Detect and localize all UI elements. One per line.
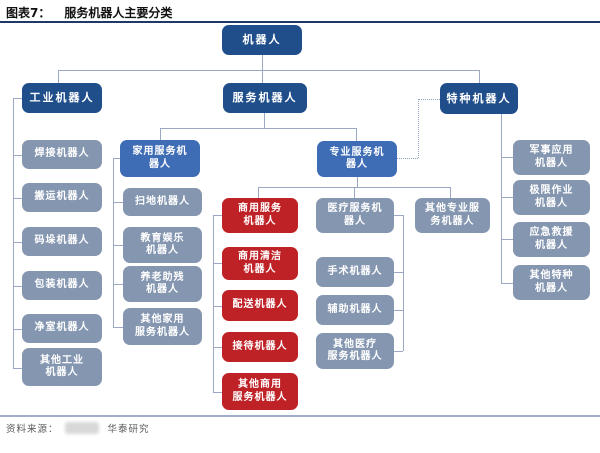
node-commercial-service: 商用服务 机器人 [222, 198, 298, 233]
connector-line [501, 157, 513, 158]
connector-line [213, 215, 214, 392]
figure-title: 服务机器人主要分类 [64, 6, 173, 20]
connector-line [356, 128, 357, 141]
connector-line [113, 284, 123, 285]
connector-line [213, 347, 222, 348]
node-household: 家用服务机 器人 [120, 140, 200, 177]
redacted-source-blob [64, 422, 99, 434]
node-welding: 焊接机器人 [22, 140, 102, 169]
connector-line [113, 158, 114, 327]
connector-line [357, 177, 358, 187]
node-other-commercial: 其他商用 服务机器人 [222, 373, 298, 410]
connector-line [113, 202, 123, 203]
connector-line [58, 70, 479, 71]
figure-label: 图表7： [6, 6, 51, 20]
connector-line [213, 215, 222, 216]
node-palletizing: 码垛机器人 [22, 227, 102, 256]
node-emergency-rescue: 应急救援 机器人 [513, 222, 590, 257]
connector-line-dashed [418, 99, 440, 101]
connector-line [13, 242, 22, 243]
footer-rule [0, 415, 600, 417]
title-rule [0, 21, 600, 23]
node-other-household: 其他家用 服务机器人 [123, 308, 202, 345]
connector-line [13, 98, 22, 99]
connector-line [403, 215, 404, 351]
connector-line [479, 70, 480, 83]
connector-line [113, 327, 123, 328]
node-service: 服务机器人 [223, 83, 307, 113]
connector-line [13, 286, 22, 287]
node-military: 军事应用 机器人 [513, 140, 590, 175]
node-medical-service: 医疗服务机 器人 [316, 198, 394, 233]
connector-line [113, 158, 120, 159]
node-reception: 接待机器人 [222, 332, 298, 362]
node-industrial: 工业机器人 [22, 83, 102, 113]
connector-line [501, 197, 513, 198]
source-row: 资料来源： 华泰研究 [6, 421, 150, 435]
node-special: 特种机器人 [440, 83, 518, 114]
connector-line [264, 113, 265, 128]
connector-line [394, 272, 403, 273]
connector-line [160, 128, 357, 129]
node-extreme-operation: 极限作业 机器人 [513, 180, 590, 215]
connector-line [13, 198, 22, 199]
figure-header: 图表7： 服务机器人主要分类 [6, 4, 596, 21]
connector-line [394, 215, 403, 216]
node-sweeping: 扫地机器人 [123, 188, 202, 216]
connector-line [262, 55, 263, 83]
connector-line [501, 283, 513, 284]
connector-line [13, 98, 14, 368]
node-professional: 专业服务机 器人 [317, 141, 397, 177]
connector-line [501, 239, 513, 240]
node-root: 机器人 [222, 25, 302, 55]
node-other-special: 其他特种 机器人 [513, 265, 590, 300]
connector-line [13, 329, 22, 330]
node-other-industrial: 其他工业 机器人 [22, 348, 102, 386]
connector-line [501, 114, 502, 283]
connector-line [394, 310, 403, 311]
node-edu-entertainment: 教育娱乐 机器人 [123, 227, 202, 263]
connector-line [213, 392, 222, 393]
connector-line [258, 187, 259, 198]
connector-line [354, 187, 355, 198]
node-commercial-cleaning: 商用清洁 机器人 [222, 247, 298, 280]
node-assistive: 辅助机器人 [316, 295, 394, 325]
node-other-medical: 其他医疗 服务机器人 [316, 333, 394, 369]
connector-line [13, 368, 22, 369]
connector-line [13, 155, 22, 156]
source-label: 资料来源： [6, 424, 59, 435]
connector-line [213, 263, 222, 264]
node-delivery: 配送机器人 [222, 290, 298, 321]
node-other-professional: 其他专业服 务机器人 [415, 198, 490, 233]
connector-line-dashed [418, 99, 420, 158]
node-surgical: 手术机器人 [316, 257, 394, 287]
node-cleanroom: 净室机器人 [22, 314, 102, 343]
connector-line [113, 245, 123, 246]
connector-line-dashed [397, 158, 418, 160]
node-transport: 搬运机器人 [22, 183, 102, 212]
connector-line [394, 351, 403, 352]
connector-line [450, 187, 451, 198]
node-eldercare: 养老助残 机器人 [123, 266, 202, 302]
connector-line [213, 306, 222, 307]
connector-line [160, 128, 161, 140]
connector-line [58, 70, 59, 83]
node-packaging: 包装机器人 [22, 271, 102, 300]
source-org: 华泰研究 [107, 424, 150, 435]
